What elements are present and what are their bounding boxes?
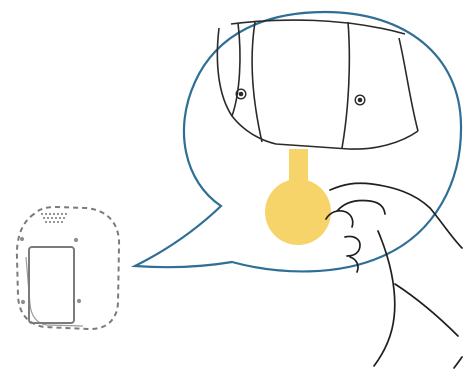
wrist-cuff [454,357,462,368]
screw-top-right [74,238,78,242]
device-panel [29,247,74,323]
wrist-lower [395,284,458,336]
screw-top-left [20,237,24,241]
screw-bottom-right [77,299,81,303]
screw-bottom-left [21,300,25,304]
device-body [17,207,119,329]
pull-tab-disc [265,179,331,245]
device-icon [17,207,119,329]
speaker-grille [41,213,67,223]
back-of-hand [430,208,462,248]
